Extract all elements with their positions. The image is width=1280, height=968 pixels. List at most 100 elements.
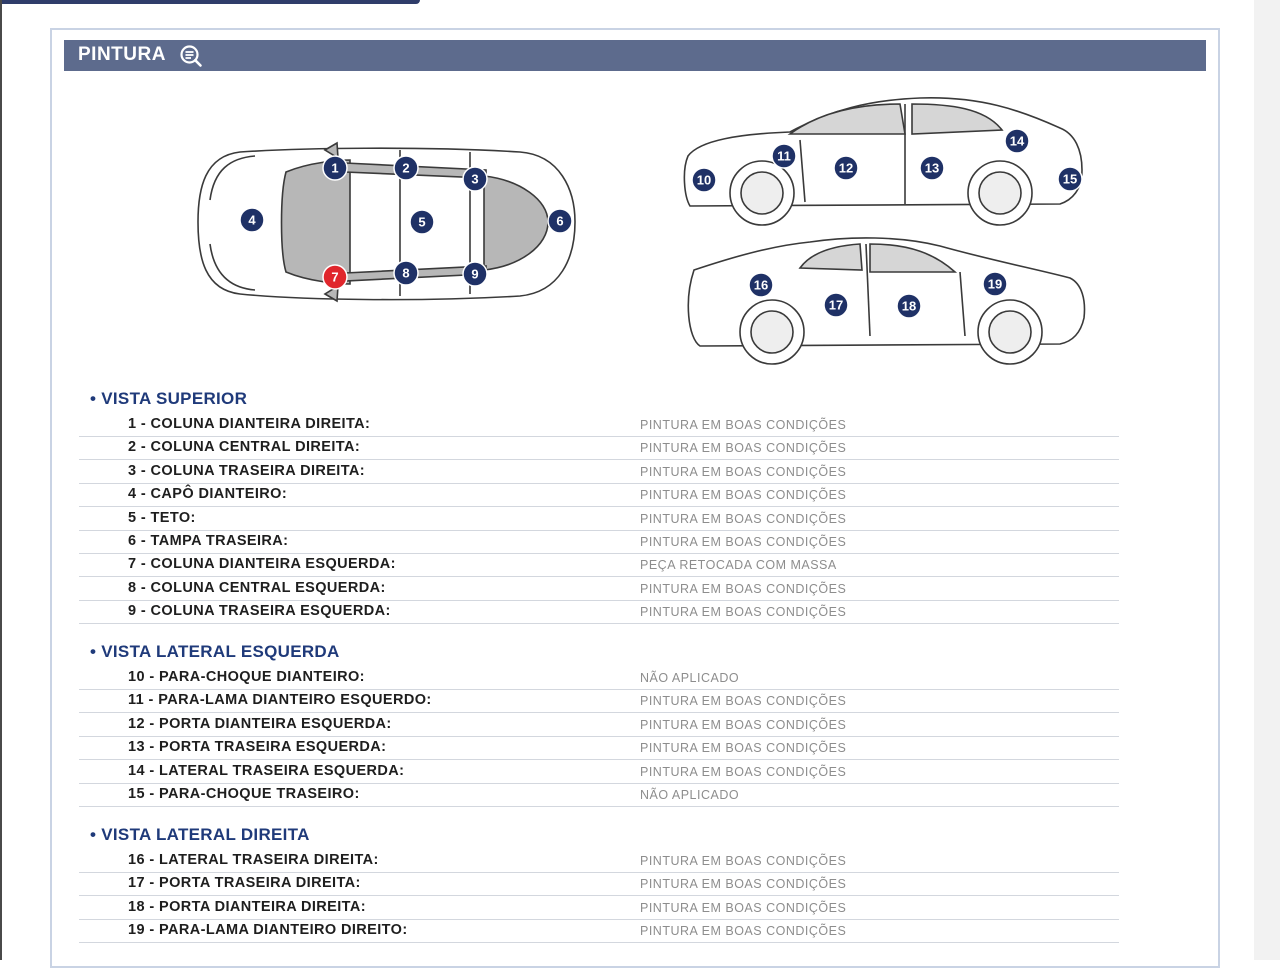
marker-circle	[393, 260, 419, 286]
list-item: 3 - COLUNA TRASEIRA DIREITA:PINTURA EM B…	[79, 460, 1119, 484]
item-label: 12 - PORTA DIANTEIRA ESQUERDA:	[128, 715, 392, 732]
item-status: PINTURA EM BOAS CONDIÇÕES	[640, 694, 847, 709]
marker-number: 12	[839, 161, 853, 176]
marker-14[interactable]: 14	[1004, 128, 1030, 154]
item-label: 2 - COLUNA CENTRAL DIREITA:	[128, 439, 361, 456]
marker-17[interactable]: 17	[823, 292, 849, 318]
marker-number: 17	[829, 298, 843, 313]
item-status: NÃO APLICADO	[640, 671, 740, 685]
marker-number: 9	[471, 267, 478, 282]
marker-number: 5	[418, 215, 425, 230]
marker-circle	[462, 261, 488, 287]
marker-13[interactable]: 13	[919, 155, 945, 181]
list-item: 5 - TETO:PINTURA EM BOAS CONDIÇÕES	[79, 507, 1119, 531]
marker-15[interactable]: 15	[1057, 166, 1083, 192]
list-item: 12 - PORTA DIANTEIRA ESQUERDA: PINTURA EM…	[79, 713, 1119, 737]
section-title: • VISTA SUPERIOR	[90, 389, 248, 408]
item-label: 17 - PORTA TRASEIRA DIREITA:	[128, 875, 361, 892]
item-label: 18 - PORTA DIANTEIRA DIREITA:	[128, 898, 366, 915]
item-status: PINTURA EM BOAS CONDIÇÕES	[640, 464, 847, 479]
list-item: 17 - PORTA TRASEIRA DIREITA: PINTURA EM B…	[79, 872, 1119, 897]
section-title: • VISTA LATERAL ESQUERDA	[90, 642, 340, 661]
marker-circle	[1004, 128, 1030, 154]
list-item: 19 - PARA-LAMA DIANTEIRO DIREITO: PINTURA…	[79, 919, 1119, 944]
section-header-bar	[64, 40, 1206, 71]
section-header-title: PINTURA	[78, 44, 166, 65]
marker-number: 16	[754, 278, 768, 293]
marker-10[interactable]: 10	[691, 167, 717, 193]
marker-18[interactable]: 18	[896, 293, 922, 319]
item-status: PINTURA EM BOAS CONDIÇÕES	[640, 605, 847, 620]
item-status: PEÇA RETOCADA COM MASSA	[640, 558, 837, 573]
item-label: 16 - LATERAL TRASEIRA DIREITA:	[128, 852, 379, 868]
list-item: 9 - COLUNA TRASEIRA ESQUERDA: PINTURA EM …	[79, 600, 1119, 625]
marker-3[interactable]: 3	[462, 166, 488, 192]
marker-circle	[322, 155, 348, 181]
marker-circle	[748, 272, 774, 298]
marker-number: 7	[331, 270, 338, 285]
marker-circle	[393, 155, 419, 181]
item-status: PINTURA EM BOAS CONDIÇÕES	[640, 418, 847, 432]
marker-19[interactable]: 19	[982, 271, 1008, 297]
marker-circle	[462, 166, 488, 192]
item-status: PINTURA EM BOAS CONDIÇÕES	[640, 924, 847, 939]
marker-16[interactable]: 16	[748, 272, 774, 298]
marker-circle	[239, 207, 265, 233]
marker-1[interactable]: 1	[322, 155, 348, 181]
item-label: 10 - PARA-CHOQUE DIANTEIRO:	[128, 669, 365, 685]
marker-8[interactable]: 8	[393, 260, 419, 286]
list-item: 4 - CAPÔ DIANTEIRO:PINTURA EM BOAS CONDI…	[79, 483, 1119, 508]
item-label: 11 - PARA-LAMA DIANTEIRO ESQUERDO:	[128, 692, 432, 709]
marker-number: 14	[1010, 134, 1025, 149]
marker-5[interactable]: 5	[409, 209, 435, 235]
marker-12[interactable]: 12	[833, 155, 859, 181]
marker-number: 11	[777, 149, 791, 164]
marker-number: 2	[402, 161, 409, 176]
list-item: 1 - COLUNA DIANTEIRA DIREITA: PINTURA EM …	[79, 413, 1119, 437]
marker-number: 13	[925, 161, 939, 176]
list-item: 14 - LATERAL TRASEIRA ESQUERDA:PINTURA E…	[79, 760, 1119, 784]
marker-circle	[1057, 166, 1083, 192]
search-document-icon[interactable]	[179, 44, 203, 68]
item-label: 4 - CAPÔ DIANTEIRO:	[128, 486, 288, 503]
marker-6[interactable]: 6	[547, 208, 573, 234]
item-label: 1 - COLUNA DIANTEIRA DIREITA:	[128, 416, 371, 432]
item-label: 6 - TAMPA TRASEIRA:	[128, 533, 289, 549]
item-status: PINTURA EM BOAS CONDIÇÕES	[640, 511, 847, 526]
item-label: 15 - PARA-CHOQUE TRASEIRO:	[128, 786, 360, 802]
item-label: 19 - PARA-LAMA DIANTEIRO DIREITO:	[128, 922, 408, 939]
item-status: PINTURA EM BOAS CONDIÇÕES	[640, 441, 847, 456]
marker-circle	[409, 209, 435, 235]
item-label: 13 - PORTA TRASEIRA ESQUERDA:	[128, 739, 387, 756]
marker-circle	[691, 167, 717, 193]
marker-circle	[547, 208, 573, 234]
item-status: PINTURA EM BOAS CONDIÇÕES	[640, 581, 847, 596]
marker-circle	[919, 155, 945, 181]
marker-4[interactable]: 4	[239, 207, 265, 233]
item-status: PINTURA EM BOAS CONDIÇÕES	[640, 717, 847, 732]
right-margin	[1254, 0, 1280, 960]
list-item: 10 - PARA-CHOQUE DIANTEIRO: NÃO APLICADO	[79, 666, 1119, 690]
item-status: PINTURA EM BOAS CONDIÇÕES	[640, 764, 847, 779]
marker-circle	[833, 155, 859, 181]
marker-11[interactable]: 11	[771, 143, 797, 169]
marker-9[interactable]: 9	[462, 261, 488, 287]
item-status: NÃO APLICADO	[640, 788, 740, 802]
marker-number: 8	[402, 266, 409, 281]
marker-circle	[771, 143, 797, 169]
list-item: 18 - PORTA DIANTEIRA DIREITA:PINTURA EM …	[79, 896, 1119, 920]
item-status: PINTURA EM BOAS CONDIÇÕES	[640, 535, 847, 549]
item-label: 9 - COLUNA TRASEIRA ESQUERDA:	[128, 603, 391, 620]
section-title: • VISTA LATERAL DIREITA	[90, 825, 310, 844]
item-status: PINTURA EM BOAS CONDIÇÕES	[640, 877, 847, 892]
marker-2[interactable]: 2	[393, 155, 419, 181]
marker-7[interactable]: 7	[322, 264, 348, 290]
list-item: 8 - COLUNA CENTRAL ESQUERDA:PINTURA EM B…	[79, 577, 1119, 601]
marker-circle	[823, 292, 849, 318]
marker-number: 3	[471, 172, 478, 187]
list-item: 11 - PARA-LAMA DIANTEIRO ESQUERDO: PINTUR…	[79, 689, 1119, 714]
marker-circle	[322, 264, 348, 290]
marker-number: 6	[556, 214, 563, 229]
top-tab-strip	[0, 0, 420, 4]
